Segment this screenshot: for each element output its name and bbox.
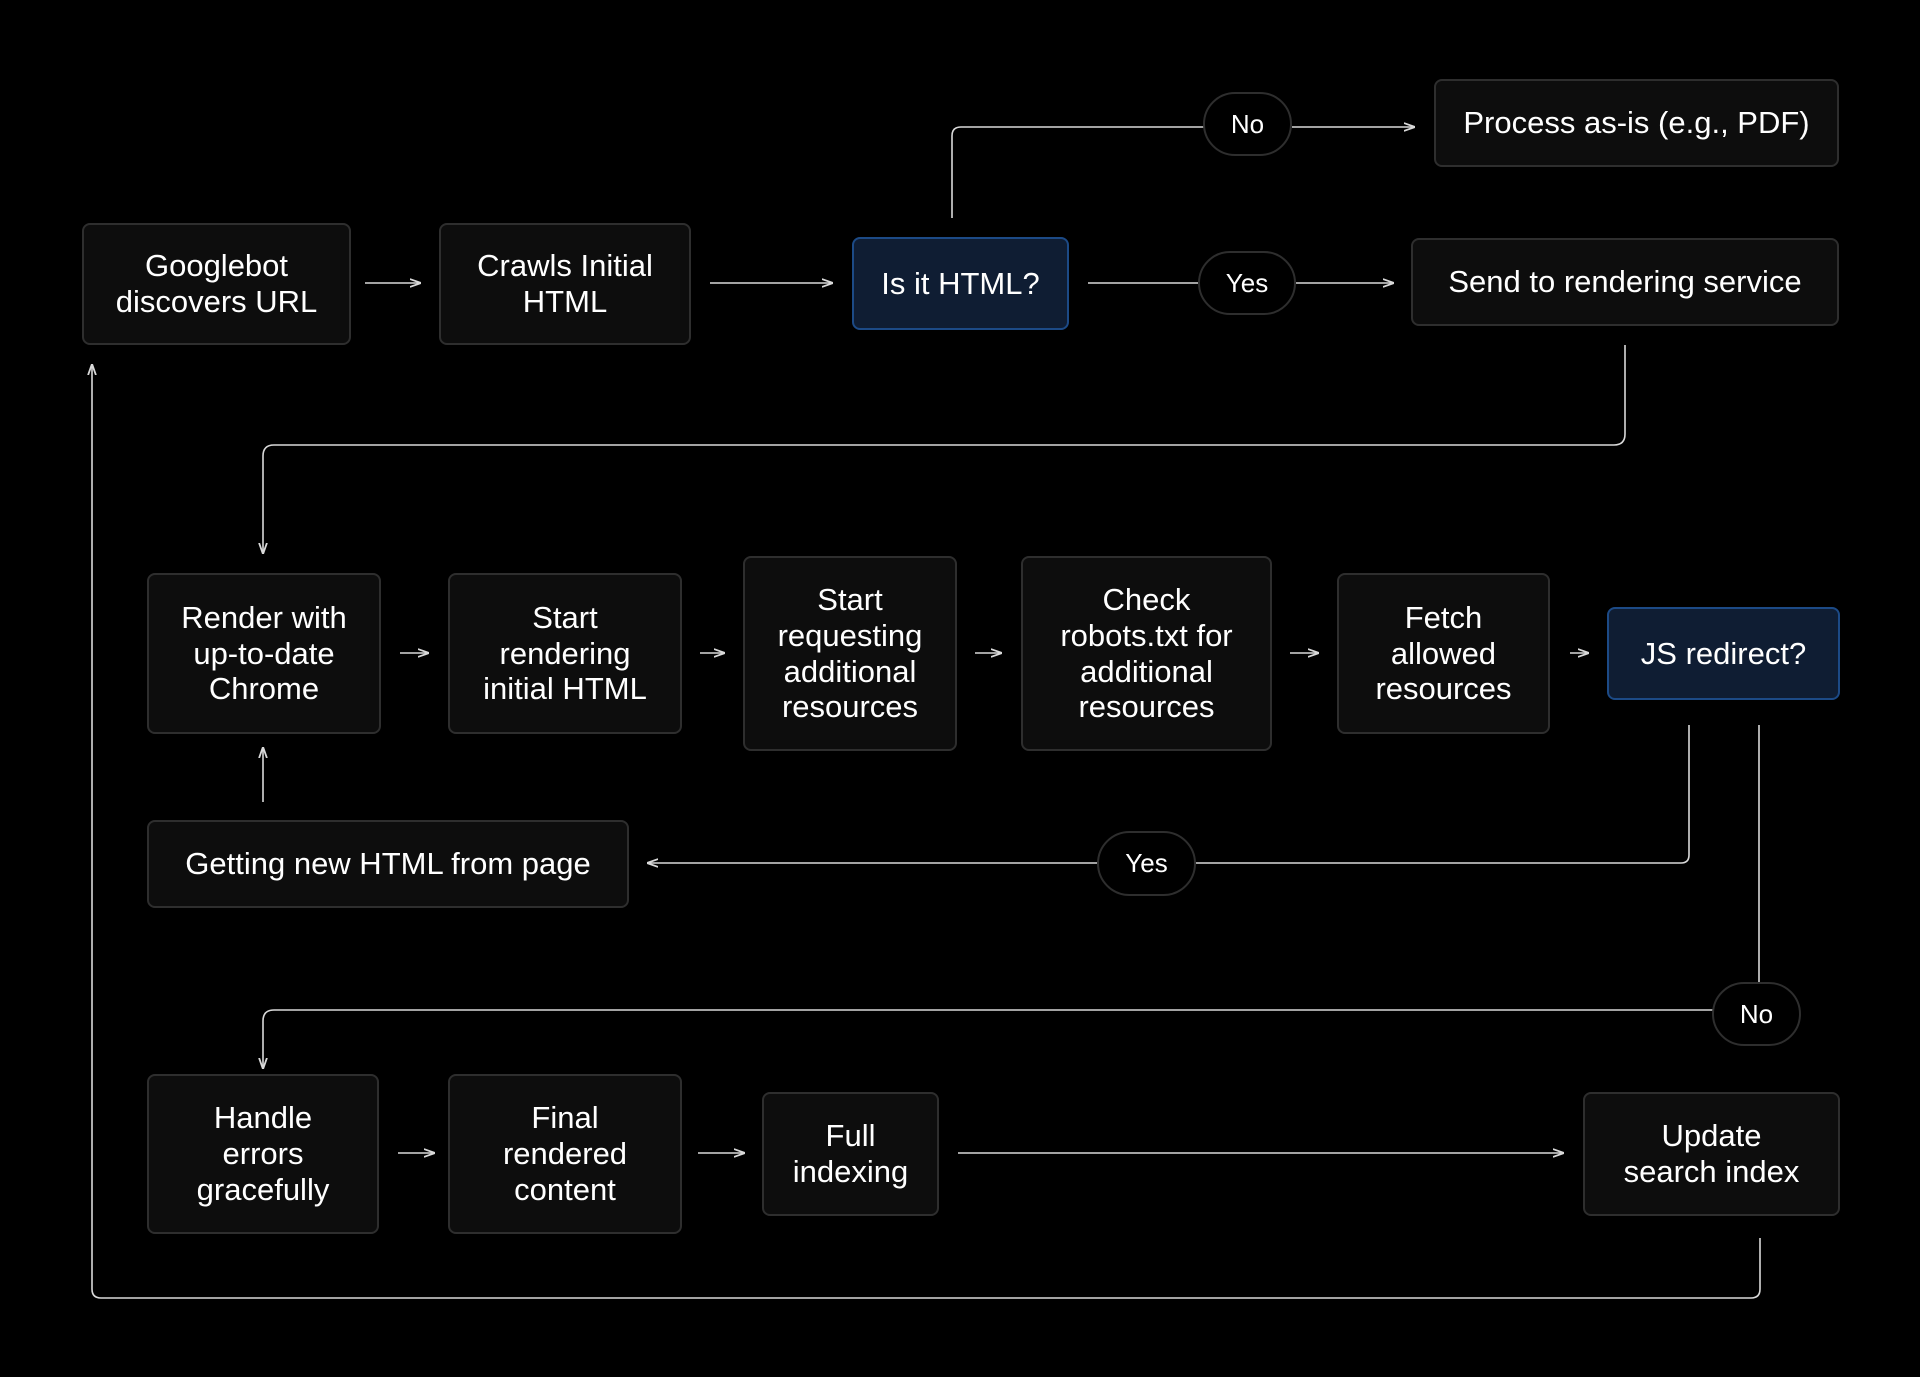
node-is-it-html-decision: Is it HTML? (852, 237, 1069, 330)
arrow-update-loop-to-discover (92, 365, 1761, 1299)
node-final-rendered-content: Final rendered content (448, 1074, 682, 1234)
arrow-render-service-to-chrome (263, 345, 1626, 553)
node-start-rendering-initial-html: Start rendering initial HTML (448, 573, 682, 734)
line-decision-to-no (951, 126, 1204, 218)
node-update-search-index: Update search index (1583, 1092, 1840, 1216)
node-full-indexing: Full indexing (762, 1092, 939, 1216)
node-render-with-chrome: Render with up-to-date Chrome (147, 573, 381, 734)
node-crawls-initial-html: Crawls Initial HTML (439, 223, 691, 345)
node-send-to-rendering-service: Send to rendering service (1411, 238, 1839, 326)
node-handle-errors-gracefully: Handle errors gracefully (147, 1074, 379, 1234)
node-check-robots-txt: Check robots.txt for additional resource… (1021, 556, 1272, 751)
node-js-redirect-decision: JS redirect? (1607, 607, 1840, 700)
node-googlebot-discovers-url: Googlebot discovers URL (82, 223, 351, 345)
line-redirect-to-yes (1195, 725, 1690, 864)
node-process-as-is: Process as-is (e.g., PDF) (1434, 79, 1839, 167)
label-redirect-yes: Yes (1097, 831, 1196, 896)
label-html-no: No (1203, 92, 1292, 156)
label-redirect-no: No (1712, 982, 1801, 1046)
arrow-no-to-handle-errors (263, 1009, 1713, 1068)
node-getting-new-html: Getting new HTML from page (147, 820, 629, 908)
label-html-yes: Yes (1198, 251, 1296, 315)
node-start-requesting-resources: Start requesting additional resources (743, 556, 957, 751)
node-fetch-allowed-resources: Fetch allowed resources (1337, 573, 1550, 734)
